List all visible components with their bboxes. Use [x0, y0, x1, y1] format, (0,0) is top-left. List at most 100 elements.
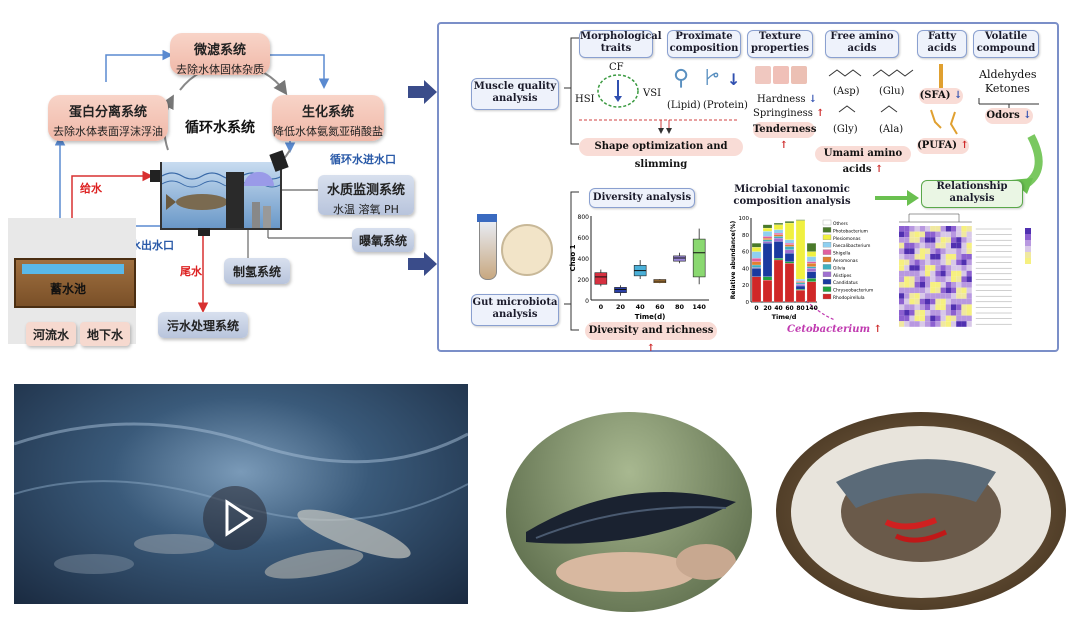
- heatmap-cell: [945, 248, 951, 254]
- heatmap-cell: [904, 321, 910, 327]
- heatmap-grid: [899, 213, 1031, 327]
- boxplot-ytick-label: 200: [578, 277, 590, 284]
- heatmap-cell: [909, 237, 915, 243]
- boxplot-box: [614, 287, 627, 293]
- ala-label: (Ala): [879, 124, 904, 135]
- heatmap-cell: [951, 254, 957, 260]
- heatmap-cell: [925, 237, 931, 243]
- inlet-label: 循环水进水口: [330, 153, 396, 166]
- heatmap-cell: [951, 321, 957, 327]
- heatmap-cell: [899, 287, 905, 294]
- heatmap-cell: [899, 293, 905, 299]
- heatmap-cell: [930, 226, 936, 232]
- stackbar-segment: [751, 243, 762, 248]
- texture-muscle-samples: [755, 66, 811, 86]
- heatmap-cell: [935, 276, 941, 282]
- heatmap-cell: [930, 276, 936, 282]
- heatmap-cell: [935, 226, 941, 232]
- hydrogen-box: 制氢系统: [224, 258, 290, 284]
- heatmap-cell: [904, 310, 910, 316]
- stackbar-segment: [784, 263, 795, 303]
- video-play-button[interactable]: [203, 486, 267, 550]
- heatmap-cell: [919, 304, 925, 310]
- heatmap-cell: [966, 248, 972, 254]
- heatmap-cell: [966, 282, 972, 288]
- heatmap-cell: [909, 310, 915, 316]
- heatmap-cell: [930, 259, 936, 266]
- morph-label: Morphological traits: [580, 31, 662, 54]
- cetobacterium-text: Cetobacterium: [787, 324, 871, 335]
- heatmap-cell: [914, 321, 920, 327]
- heatmap-cell: [904, 231, 910, 238]
- heatmap-dendrogram: [899, 213, 972, 223]
- heatmap-cell: [904, 287, 910, 294]
- heatmap-cell: [899, 298, 905, 305]
- heatmap-cell: [940, 237, 946, 243]
- heatmap-cell: [909, 231, 915, 238]
- micro-filter-desc: 去除水体固体杂质: [176, 63, 264, 76]
- volatile-box: Volatile compound: [973, 30, 1039, 58]
- diversity-richness-pill: Diversity and richness ↑: [585, 322, 717, 354]
- stackbar-segment: [806, 271, 817, 279]
- amino-structures: [828, 69, 914, 113]
- heatmap-cell: [899, 259, 905, 266]
- heatmap-cell: [956, 259, 962, 266]
- stackbar-segment: [795, 279, 806, 282]
- stackbar-legend-swatch: [822, 256, 832, 263]
- stackbar-segment: [773, 236, 784, 239]
- fish-video-thumbnail[interactable]: [14, 384, 468, 604]
- heatmap-cell: [919, 242, 925, 249]
- stackbar-segment: [773, 259, 784, 303]
- boxplot-xtick-label: 40: [636, 303, 646, 311]
- heatmap-cell: [930, 298, 936, 305]
- heatmap-cell: [925, 270, 931, 277]
- gut-microbiota-label: Gut microbiota analysis: [472, 297, 558, 320]
- heatmap-cell: [899, 304, 905, 310]
- heatmap-cell: [899, 282, 905, 288]
- stackbar-legend-label: Gilvia: [833, 265, 846, 271]
- springiness-label: Springiness ↑: [753, 108, 825, 119]
- stackbar-legend-label: Faecalibacterium: [833, 243, 870, 249]
- heatmap-cell: [945, 276, 951, 282]
- stackbar-legend-swatch: [822, 279, 832, 285]
- fish-tank: [160, 162, 283, 230]
- heatmap-cell: [956, 310, 962, 316]
- micro-filter-name: 微滤系统: [193, 43, 246, 58]
- heatmap-cell: [935, 310, 941, 316]
- stackbar-legend-label: Rhodopirellula: [833, 295, 865, 301]
- heatmap-cell: [956, 254, 962, 260]
- protein-sep-name: 蛋白分离系统: [68, 105, 147, 120]
- heatmap-cell: [961, 298, 967, 305]
- heatmap-cell: [909, 293, 915, 299]
- stackbar-legend-swatch: [822, 242, 832, 248]
- protein-icon: ꔵ: [705, 66, 720, 91]
- vsi-label: VSI: [643, 88, 662, 99]
- stackbar-xtick-label: 40: [774, 305, 782, 312]
- heatmap-cell: [966, 276, 972, 282]
- heatmap-cell: [935, 265, 941, 271]
- reservoir-box: 蓄水池: [14, 258, 136, 308]
- heatmap-cell: [935, 231, 941, 238]
- heatmap-cell: [919, 259, 925, 266]
- stackbar-ytick-label: 60: [742, 250, 749, 256]
- gut-microbiota-box: Gut microbiota analysis: [471, 294, 559, 326]
- stackbar-segment: [773, 234, 784, 237]
- heatmap-cell: [945, 270, 951, 277]
- stackbar-segment: [806, 251, 817, 257]
- tank-water-waves: [161, 172, 283, 228]
- stackbar-legend-swatch: [822, 286, 832, 292]
- heatmap-cell: [945, 310, 951, 316]
- heatmap-cell: [935, 298, 941, 305]
- heatmap-cell: [961, 270, 967, 277]
- stackbar-ytick-label: 40: [742, 266, 749, 272]
- stackbar-segment: [784, 261, 795, 264]
- stackbar-segment: [784, 249, 795, 254]
- heatmap-cell: [966, 237, 972, 243]
- heatmap-cell: [919, 293, 925, 299]
- heatmap-cell: [935, 248, 941, 254]
- heatmap-cell: [925, 287, 931, 294]
- heatmap-cell: [925, 321, 931, 327]
- heatmap-cell: [899, 321, 905, 327]
- heatmap-cell: [940, 265, 946, 271]
- heatmap-cell: [925, 310, 931, 316]
